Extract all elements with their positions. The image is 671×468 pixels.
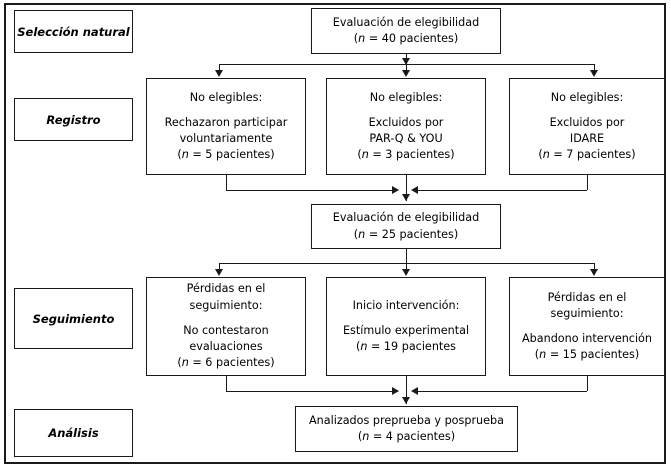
node-excluded-right: No elegibles: Excluidos por IDARE (n = 7… bbox=[509, 78, 665, 175]
connector-arrowhead bbox=[401, 397, 410, 404]
connector-line bbox=[587, 175, 588, 190]
node-count-line: (n = 40 pacientes) bbox=[353, 32, 459, 45]
node-line: No elegibles: bbox=[550, 90, 624, 104]
connector-line bbox=[406, 175, 407, 201]
connector-line bbox=[226, 175, 227, 190]
node-excluded-middle: No elegibles: Excluidos por PAR-Q & YOU … bbox=[326, 78, 486, 175]
node-line: No elegibles: bbox=[189, 90, 263, 104]
node-line: No elegibles: bbox=[369, 90, 443, 104]
connector-line bbox=[415, 391, 587, 392]
node-count-line: (n = 7 pacientes) bbox=[538, 148, 636, 162]
stage-label-seguimiento: Seguimiento bbox=[14, 288, 133, 349]
node-count-line: (n = 19 pacientes bbox=[355, 340, 457, 354]
node-line: Analizados preprueba y posprueba bbox=[309, 413, 504, 427]
node-line: IDARE bbox=[569, 132, 605, 145]
node-line: Rechazaron participar bbox=[164, 115, 288, 129]
node-line: Inicio intervención: bbox=[352, 298, 460, 312]
connector-arrowhead bbox=[589, 269, 598, 276]
node-count-line: (n = 25 pacientes) bbox=[353, 227, 459, 241]
node-count-line: (n = 4 pacientes) bbox=[357, 430, 456, 443]
connector-line bbox=[226, 190, 398, 191]
connector-arrowhead bbox=[392, 386, 399, 395]
node-lost-right: Pérdidas en el seguimiento: Abandono int… bbox=[509, 277, 665, 376]
node-line: Evaluación de elegibilidad bbox=[332, 15, 480, 29]
connector-arrowhead bbox=[411, 185, 418, 194]
stage-label-text: Seguimiento bbox=[32, 311, 115, 326]
node-line: Excluidos por bbox=[549, 115, 625, 129]
connector-arrowhead bbox=[589, 70, 598, 77]
connector-arrowhead bbox=[411, 386, 418, 395]
node-line: seguimiento: bbox=[189, 298, 263, 312]
node-excluded-left: No elegibles: Rechazaron participar volu… bbox=[146, 78, 306, 175]
node-line: Excluidos por bbox=[368, 115, 444, 129]
stage-label-text: Análisis bbox=[48, 426, 99, 440]
node-count-line: (n = 6 pacientes) bbox=[177, 356, 275, 370]
connector-line bbox=[587, 376, 588, 391]
connector-line bbox=[406, 376, 407, 404]
connector-arrowhead bbox=[214, 70, 223, 77]
node-line: Pérdidas en el bbox=[186, 282, 266, 296]
connector-line bbox=[594, 64, 595, 74]
node-eligibility-second: Evaluación de elegibilidad (n = 25 pacie… bbox=[311, 204, 501, 249]
node-line: Estímulo experimental bbox=[342, 323, 470, 337]
connector-line bbox=[219, 263, 220, 273]
node-count-line: (n = 3 pacientes) bbox=[357, 148, 455, 162]
stage-label-seleccion-natural: Selección natural bbox=[14, 10, 133, 53]
stage-label-analisis: Análisis bbox=[14, 409, 133, 457]
node-eligibility-top: Evaluación de elegibilidad (n = 40 pacie… bbox=[311, 8, 501, 54]
connector-arrowhead bbox=[401, 58, 410, 65]
connector-line bbox=[219, 64, 220, 74]
connector-line bbox=[594, 263, 595, 273]
connector-line bbox=[226, 391, 398, 392]
node-line: Pérdidas en el bbox=[547, 290, 627, 304]
node-intervention-middle: Inicio intervención: Estímulo experiment… bbox=[326, 277, 486, 376]
node-count-line: (n = 15 pacientes) bbox=[534, 348, 640, 362]
node-line: evaluaciones bbox=[189, 340, 263, 354]
node-line: No contestaron bbox=[183, 323, 269, 337]
connector-line bbox=[406, 54, 407, 63]
node-lost-left: Pérdidas en el seguimiento: No contestar… bbox=[146, 277, 306, 376]
connector-arrowhead bbox=[401, 194, 410, 201]
node-count-line: (n = 5 pacientes) bbox=[177, 148, 275, 162]
connector-arrowhead bbox=[401, 70, 410, 77]
stage-label-text: Registro bbox=[46, 112, 101, 127]
node-line: voluntariamente bbox=[179, 132, 273, 145]
connector-arrowhead bbox=[401, 269, 410, 276]
node-line: PAR-Q & YOU bbox=[369, 132, 443, 145]
stage-label-registro: Registro bbox=[14, 98, 133, 141]
connector-line bbox=[226, 376, 227, 391]
node-line: Abandono intervención bbox=[522, 332, 652, 345]
node-line: Evaluación de elegibilidad bbox=[332, 211, 480, 225]
connector-line bbox=[406, 263, 407, 273]
connector-arrowhead bbox=[392, 185, 399, 194]
stage-label-text: Selección natural bbox=[17, 24, 130, 39]
connector-line bbox=[406, 249, 407, 264]
node-line: seguimiento: bbox=[550, 306, 624, 320]
connector-line bbox=[415, 190, 587, 191]
node-analyzed-bottom: Analizados preprueba y posprueba (n = 4 … bbox=[295, 406, 518, 452]
connector-arrowhead bbox=[214, 269, 223, 276]
connector-line bbox=[406, 64, 407, 74]
figure-outer-border bbox=[4, 3, 666, 464]
